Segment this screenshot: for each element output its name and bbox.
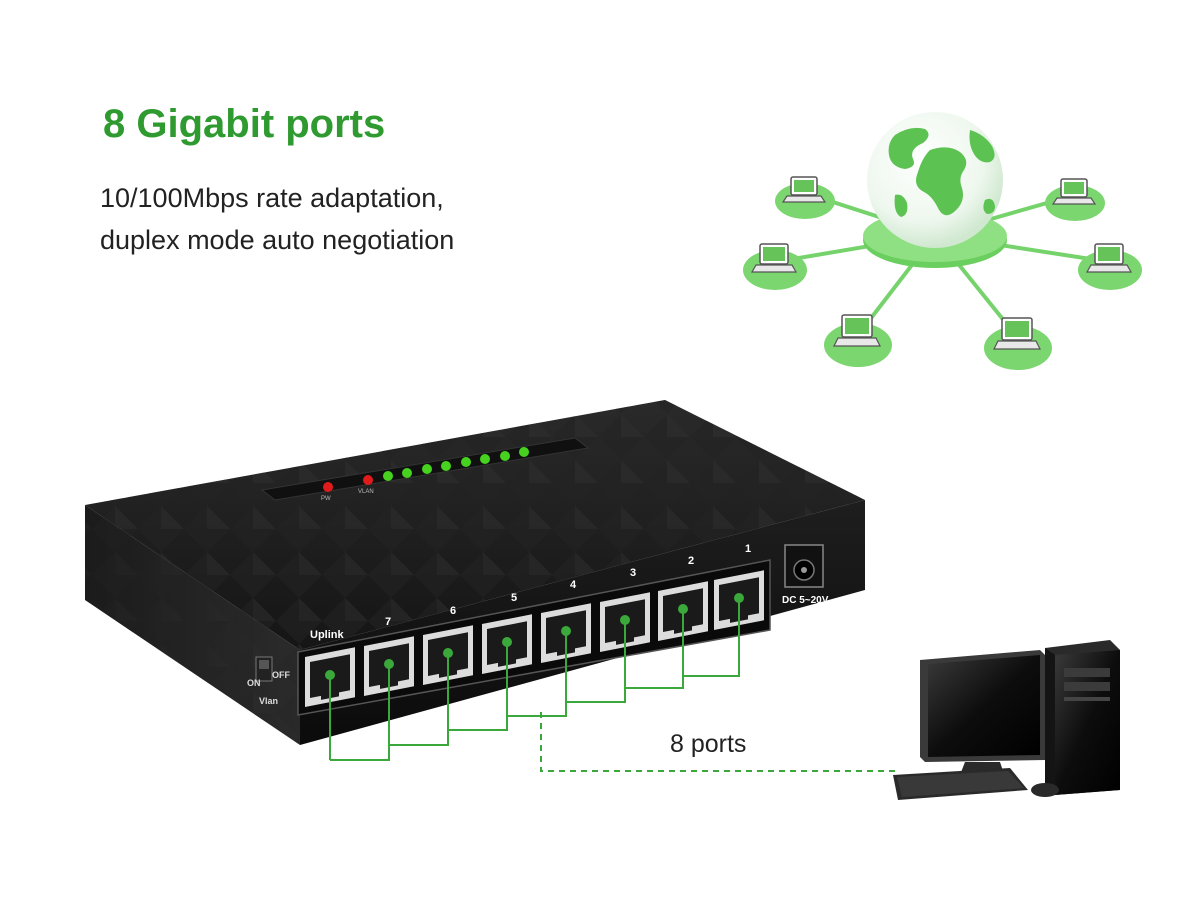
laptop-icon [833, 314, 881, 347]
laptop-node-3 [824, 314, 892, 367]
desktop-computer-icon [893, 640, 1120, 800]
network-switch: PW VLAN [85, 400, 865, 745]
port-panel [297, 559, 771, 716]
subtitle-line-1: 10/100Mbps rate adaptation, [100, 183, 444, 213]
laptop-icon [1085, 243, 1133, 273]
led-power-label: PW [321, 496, 331, 502]
vlan-off-label: OFF [272, 670, 290, 680]
subtitle: 10/100Mbps rate adaptation, duplex mode … [100, 177, 540, 261]
dc-power-jack: DC 5~20V [782, 544, 829, 606]
laptop-icon [781, 176, 827, 203]
dc-power-label: DC 5~20V [782, 595, 829, 606]
vlan-on-label: ON [247, 678, 261, 688]
port-label-3: 3 [630, 567, 636, 579]
subtitle-line-2: duplex mode auto negotiation [100, 225, 455, 255]
vlan-label: Vlan [259, 696, 278, 706]
port-label-4: 4 [570, 579, 577, 591]
led-power [323, 482, 333, 492]
port-label-7: 7 [385, 616, 391, 628]
led-vlan [363, 475, 373, 485]
led-vlan-label: VLAN [358, 489, 374, 495]
vlan-toggle-switch[interactable] [255, 656, 273, 682]
port-label-uplink: Uplink [310, 629, 344, 641]
laptop-node-5 [1078, 243, 1142, 290]
network-globe-illustration [743, 112, 1142, 370]
port-label-6: 6 [450, 605, 456, 617]
port-wiring [325, 593, 895, 772]
laptop-icon [993, 317, 1041, 350]
laptop-icon [1051, 178, 1097, 205]
laptop-node-4 [984, 317, 1052, 370]
led-port-lights [383, 447, 529, 481]
laptop-icon [750, 243, 798, 273]
laptop-node-1 [775, 176, 835, 219]
port-label-5: 5 [511, 592, 517, 604]
headline: 8 Gigabit ports [103, 102, 386, 146]
port-label-2: 2 [688, 555, 694, 567]
globe-network-icon [867, 112, 1003, 248]
laptop-node-6 [1045, 178, 1105, 221]
laptop-node-2 [743, 243, 807, 290]
port-label-1: 1 [745, 543, 751, 555]
connection-label: 8 ports [670, 730, 747, 758]
